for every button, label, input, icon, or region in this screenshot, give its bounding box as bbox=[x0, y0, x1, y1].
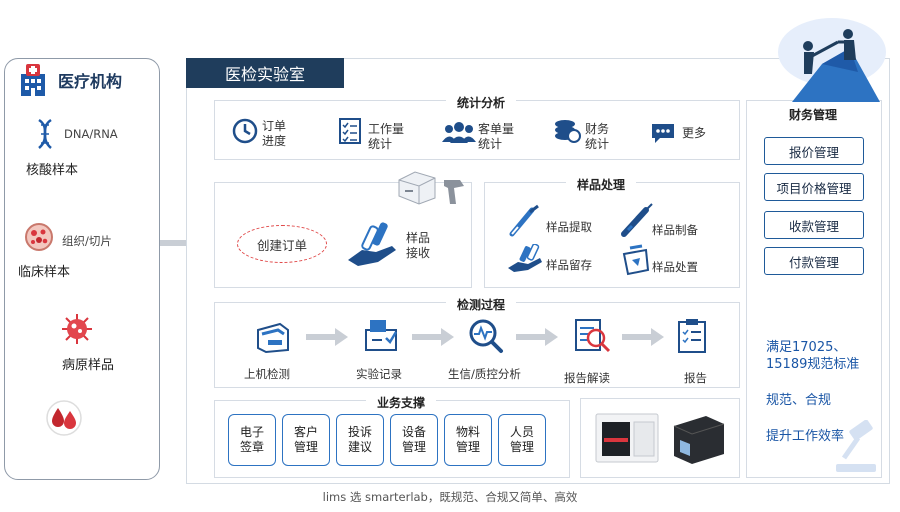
footer-caption: lims 选 smarterlab，既规范、合规又简单、高效 bbox=[322, 490, 578, 504]
stats-title: 统计分析 bbox=[446, 94, 516, 111]
tissue-sample-icon bbox=[25, 223, 53, 251]
gavel-icon bbox=[836, 420, 876, 472]
virus-icon bbox=[62, 314, 92, 344]
teamwork-climb-illustration bbox=[778, 18, 886, 102]
step-arrow-icon bbox=[306, 328, 348, 346]
support-customer-mgmt[interactable]: 客户 管理 bbox=[282, 414, 330, 466]
clock-icon bbox=[232, 118, 258, 144]
support-equipment-mgmt[interactable]: 设备 管理 bbox=[390, 414, 438, 466]
testing-step-instrument[interactable]: 上机检测 bbox=[244, 367, 290, 381]
stats-item-more[interactable]: 更多 bbox=[682, 126, 707, 140]
stats-item-order-progress[interactable]: 订单 进度 bbox=[262, 119, 287, 148]
hospital-icon bbox=[21, 64, 45, 96]
analysis-magnifier-icon bbox=[469, 319, 503, 353]
blood-drop-icon bbox=[46, 400, 82, 436]
standard-compliance-text: 满足17025、 15189规范标准 bbox=[766, 340, 860, 372]
experiment-record-icon bbox=[365, 320, 398, 351]
project-price-management-button[interactable]: 项目价格管理 bbox=[764, 173, 864, 201]
support-complaints[interactable]: 投诉 建议 bbox=[336, 414, 384, 466]
report-review-icon bbox=[575, 319, 611, 353]
label-printer-icon bbox=[398, 171, 436, 205]
sample-processing-title: 样品处理 bbox=[566, 176, 636, 193]
support-e-signature[interactable]: 电子 签章 bbox=[228, 414, 276, 466]
payment-management-button[interactable]: 付款管理 bbox=[764, 247, 864, 275]
disposal-bin-icon bbox=[622, 244, 650, 276]
quote-management-button[interactable]: 报价管理 bbox=[764, 137, 864, 165]
checklist-icon bbox=[339, 118, 361, 144]
finance-title: 财务管理 bbox=[788, 108, 837, 122]
stats-item-customer-orders[interactable]: 客单量 统计 bbox=[478, 122, 515, 151]
clinical-sample-label: 临床样本 bbox=[18, 265, 71, 280]
barcode-scanner-icon bbox=[444, 180, 464, 204]
sample-extraction-label[interactable]: 样品提取 bbox=[546, 220, 592, 234]
pcr-instrument-image bbox=[673, 416, 725, 464]
syringe-icon bbox=[621, 203, 653, 237]
users-icon bbox=[442, 122, 476, 143]
institution-title: 医疗机构 bbox=[58, 72, 123, 91]
nucleic-sample-label: 核酸样本 bbox=[26, 163, 79, 178]
dna-icon bbox=[38, 118, 52, 149]
sample-disposal-label[interactable]: 样品处置 bbox=[652, 260, 698, 274]
support-personnel-mgmt[interactable]: 人员 管理 bbox=[498, 414, 546, 466]
step-arrow-icon bbox=[622, 328, 664, 346]
compliance-text: 规范、合规 bbox=[766, 393, 832, 408]
testing-step-report[interactable]: 报告 bbox=[684, 371, 707, 385]
sequencer-image bbox=[595, 413, 659, 463]
medical-institution-panel bbox=[4, 58, 160, 480]
stats-item-finance[interactable]: 财务 统计 bbox=[585, 122, 610, 151]
support-material-mgmt[interactable]: 物料 管理 bbox=[444, 414, 492, 466]
testing-step-record[interactable]: 实验记录 bbox=[356, 367, 402, 381]
pipette-icon bbox=[509, 204, 539, 237]
sample-preparation-label[interactable]: 样品制备 bbox=[652, 223, 698, 237]
testing-process-title: 检测过程 bbox=[446, 296, 516, 313]
dna-rna-label: DNA/RNA bbox=[64, 127, 118, 141]
collection-management-button[interactable]: 收款管理 bbox=[764, 211, 864, 239]
chat-more-icon bbox=[652, 124, 674, 143]
sample-storage-icon bbox=[508, 244, 542, 272]
create-order-button[interactable]: 创建订单 bbox=[237, 225, 327, 263]
business-support-title: 业务支撑 bbox=[366, 394, 436, 411]
coins-icon bbox=[555, 120, 581, 143]
testing-step-analysis[interactable]: 生信/质控分析 bbox=[448, 367, 521, 381]
pathogen-sample-label: 病原样品 bbox=[62, 358, 115, 373]
testing-step-report-review[interactable]: 报告解读 bbox=[564, 371, 610, 385]
lab-title: 医检实验室 bbox=[186, 58, 344, 88]
step-arrow-icon bbox=[412, 328, 454, 346]
efficiency-text: 提升工作效率 bbox=[766, 429, 845, 444]
sample-retention-label[interactable]: 样品留存 bbox=[546, 258, 592, 272]
tissue-slice-label: 组织/切片 bbox=[62, 234, 112, 248]
report-icon bbox=[678, 319, 706, 353]
stats-item-workload[interactable]: 工作量 统计 bbox=[368, 122, 405, 151]
step-arrow-icon bbox=[516, 328, 558, 346]
analyzer-icon bbox=[257, 322, 289, 354]
sample-receive-icon bbox=[348, 222, 396, 266]
sample-receive-label[interactable]: 样品 接收 bbox=[406, 231, 431, 260]
